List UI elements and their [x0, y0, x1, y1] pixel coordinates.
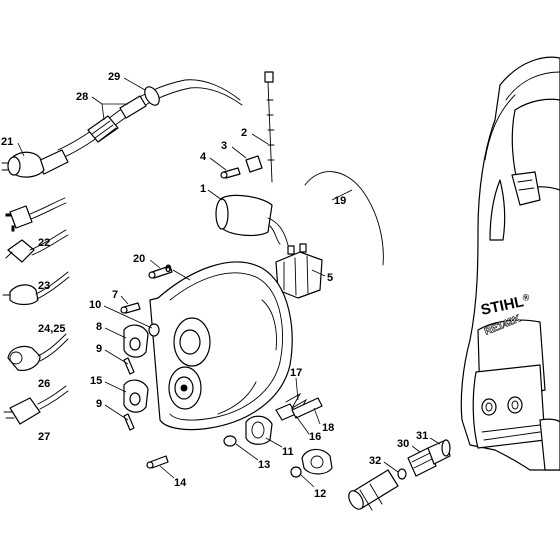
cable-tie	[264, 71, 275, 183]
callout-31: 31	[416, 430, 428, 442]
callout-30: 30	[397, 438, 409, 450]
screw-9a	[123, 357, 135, 375]
switch-5	[275, 243, 323, 299]
callout-23: 23	[38, 280, 50, 292]
callout-22: 22	[38, 237, 50, 249]
o-ring-13	[223, 435, 237, 447]
screw-20	[148, 265, 173, 279]
callout-27: 27	[38, 431, 50, 443]
inlet-fitting-31	[427, 439, 451, 465]
knob-15	[123, 379, 149, 413]
callout-5: 5	[327, 272, 333, 284]
plug-22	[5, 197, 67, 232]
callout-2: 2	[241, 127, 247, 139]
callout-11: 11	[282, 446, 294, 458]
hose-coupling	[348, 469, 399, 511]
callout-6: 6	[165, 263, 171, 275]
callout-17: 17	[290, 367, 302, 379]
callout-29: 29	[108, 71, 120, 83]
knob-8	[123, 324, 149, 358]
washer-housing: STIHL® RE142K	[460, 56, 560, 471]
fitting-11	[245, 415, 273, 445]
callout-19: 19	[334, 195, 346, 207]
callout-13: 13	[258, 459, 270, 471]
capacitor	[215, 194, 289, 246]
callout-20: 20	[133, 253, 145, 265]
hose-19	[304, 171, 384, 266]
motor-cover	[149, 261, 293, 431]
valve-12	[290, 448, 333, 478]
screw-9b	[123, 413, 135, 431]
plug-21	[1, 151, 45, 178]
cable-clip	[245, 155, 263, 173]
callout-24-25: 24,25	[38, 323, 66, 335]
power-cord	[35, 79, 243, 175]
screw-7	[120, 302, 141, 314]
callout-4: 4	[200, 151, 207, 163]
plug-24-25	[2, 271, 70, 306]
callout-leaders	[17, 77, 441, 488]
callout-9-lower: 9	[96, 398, 102, 410]
callout-14: 14	[174, 477, 187, 489]
screw-14	[146, 455, 169, 469]
callout-10: 10	[89, 299, 101, 311]
plug-23	[5, 229, 69, 263]
callout-labels: 29 28 21 22 23 24,25 26 27 2 3 4 1 19 6 …	[1, 71, 428, 500]
callout-3: 3	[221, 140, 227, 152]
rod-18	[291, 397, 323, 419]
callout-1: 1	[200, 183, 206, 195]
callout-8: 8	[96, 321, 102, 333]
plug-27	[3, 385, 69, 425]
callout-26: 26	[38, 378, 50, 390]
callout-18: 18	[322, 422, 334, 434]
callout-16: 16	[309, 431, 321, 443]
callout-21: 21	[1, 136, 13, 148]
callout-32: 32	[369, 455, 381, 467]
plug-26	[7, 333, 69, 371]
callout-7: 7	[112, 289, 118, 301]
o-ring-32	[397, 468, 407, 480]
callout-15: 15	[90, 375, 102, 387]
callout-12: 12	[314, 488, 326, 500]
callout-9-upper: 9	[96, 343, 102, 355]
inlet-connector-30	[407, 447, 437, 477]
o-ring-10	[148, 323, 160, 337]
callout-28: 28	[76, 91, 88, 103]
screw-4	[220, 167, 241, 179]
